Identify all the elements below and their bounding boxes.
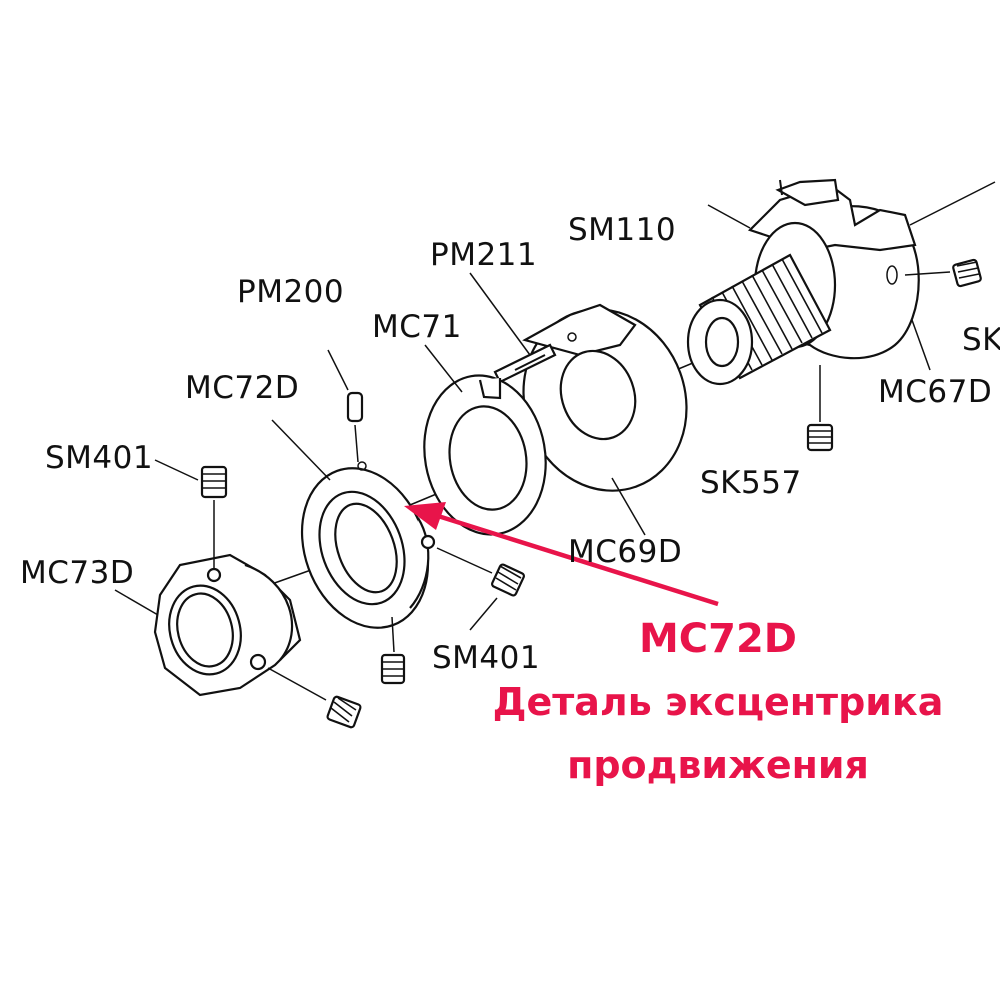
label-sk-cut: SK	[962, 322, 1000, 358]
label-mc73d: MC73D	[20, 555, 134, 591]
screw-sm401-right	[436, 547, 525, 597]
label-sk557: SK557	[700, 465, 802, 501]
label-mc67d: MC67D	[878, 374, 992, 410]
screw-sk557	[806, 365, 834, 452]
part-mc71	[423, 374, 547, 536]
label-sm110: SM110	[568, 212, 676, 248]
label-pm200: PM200	[237, 274, 344, 310]
part-mc67d	[686, 178, 920, 386]
label-mc72d: MC72D	[185, 370, 299, 406]
screw-sk-right	[904, 258, 982, 288]
highlight-arrow	[404, 502, 719, 607]
label-mc69d: MC69D	[568, 534, 682, 570]
label-pm211: PM211	[430, 237, 537, 273]
label-sm401-bottom: SM401	[432, 640, 540, 676]
annotation-line-1: Деталь эксцентрика	[493, 680, 944, 724]
part-mc69d	[522, 303, 688, 492]
part-mc73d	[153, 553, 302, 697]
annotation-line-2: продвижения	[567, 743, 869, 787]
screw-sm401-mc72d-bottom	[380, 616, 406, 685]
screw-sm401-top-left	[200, 465, 228, 568]
label-mc71: MC71	[372, 309, 462, 345]
part-pm200	[327, 349, 364, 463]
leader-lines	[114, 181, 996, 631]
annotation-title: MC72D	[639, 616, 797, 662]
label-sm401-top: SM401	[45, 440, 153, 476]
part-mc72d	[300, 461, 436, 629]
screw-mc73d-bottom	[267, 667, 362, 729]
